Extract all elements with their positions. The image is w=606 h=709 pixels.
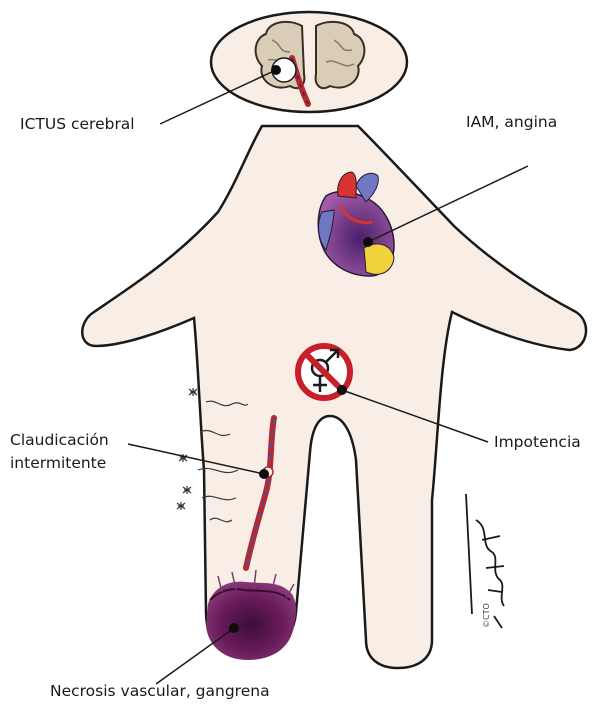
- copyright-mark: ©CTO: [482, 603, 491, 628]
- label-claudication-line2: intermitente: [10, 453, 106, 473]
- label-necrosis: Necrosis vascular, gangrena: [50, 681, 270, 701]
- label-heart: IAM, angina: [466, 112, 557, 132]
- label-stroke: ICTUS cerebral: [20, 114, 135, 134]
- label-claudication-line1: Claudicación: [10, 430, 109, 450]
- head: [211, 12, 407, 112]
- label-impotence: Impotencia: [494, 432, 581, 452]
